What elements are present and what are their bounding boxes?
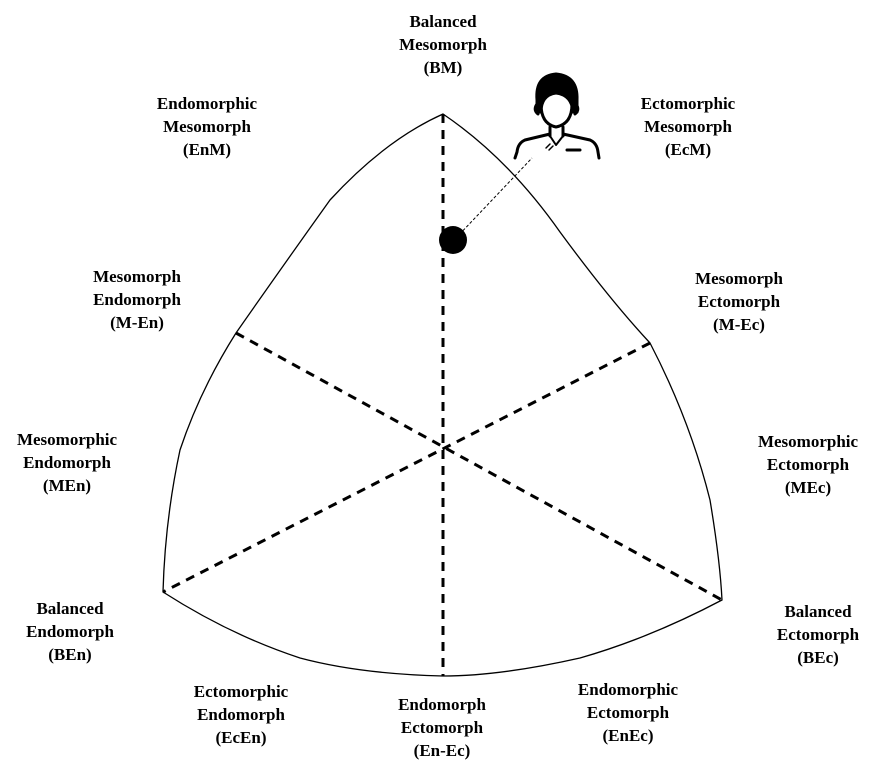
person-avatar-icon bbox=[513, 72, 601, 160]
label-mesomorphic-ectomorph: Mesomorphic Ectomorph (MEc) bbox=[757, 432, 859, 497]
label-balanced-endomorph: Balanced Endomorph (BEn) bbox=[26, 599, 114, 664]
label-balanced-ectomorph: Balanced Ectomorph (BEc) bbox=[776, 602, 860, 667]
label-endomorphic-mesomorph: Endomorphic Mesomorph (EnM) bbox=[156, 94, 258, 159]
axis-diagonal-left bbox=[235, 331, 723, 602]
leader-line bbox=[455, 157, 533, 239]
label-mesomorph-ectomorph: Mesomorph Ectomorph (M-Ec) bbox=[695, 269, 783, 334]
label-mesomorphic-endomorph: Mesomorphic Endomorph (MEn) bbox=[16, 430, 118, 495]
axis-diagonal-right bbox=[162, 341, 651, 594]
somatotype-point-marker bbox=[439, 226, 467, 254]
label-mesomorph-endomorph: Mesomorph Endomorph (M-En) bbox=[93, 267, 181, 332]
label-ectomorphic-endomorph: Ectomorphic Endomorph (EcEn) bbox=[193, 682, 289, 747]
label-endomorphic-ectomorph: Endomorphic Ectomorph (EnEc) bbox=[577, 680, 679, 745]
label-ectomorphic-mesomorph: Ectomorphic Mesomorph (EcM) bbox=[640, 94, 736, 159]
label-endomorph-ectomorph: Endomorph Ectomorph (En-Ec) bbox=[398, 695, 486, 760]
label-balanced-mesomorph: Balanced Mesomorph (BM) bbox=[399, 12, 487, 77]
